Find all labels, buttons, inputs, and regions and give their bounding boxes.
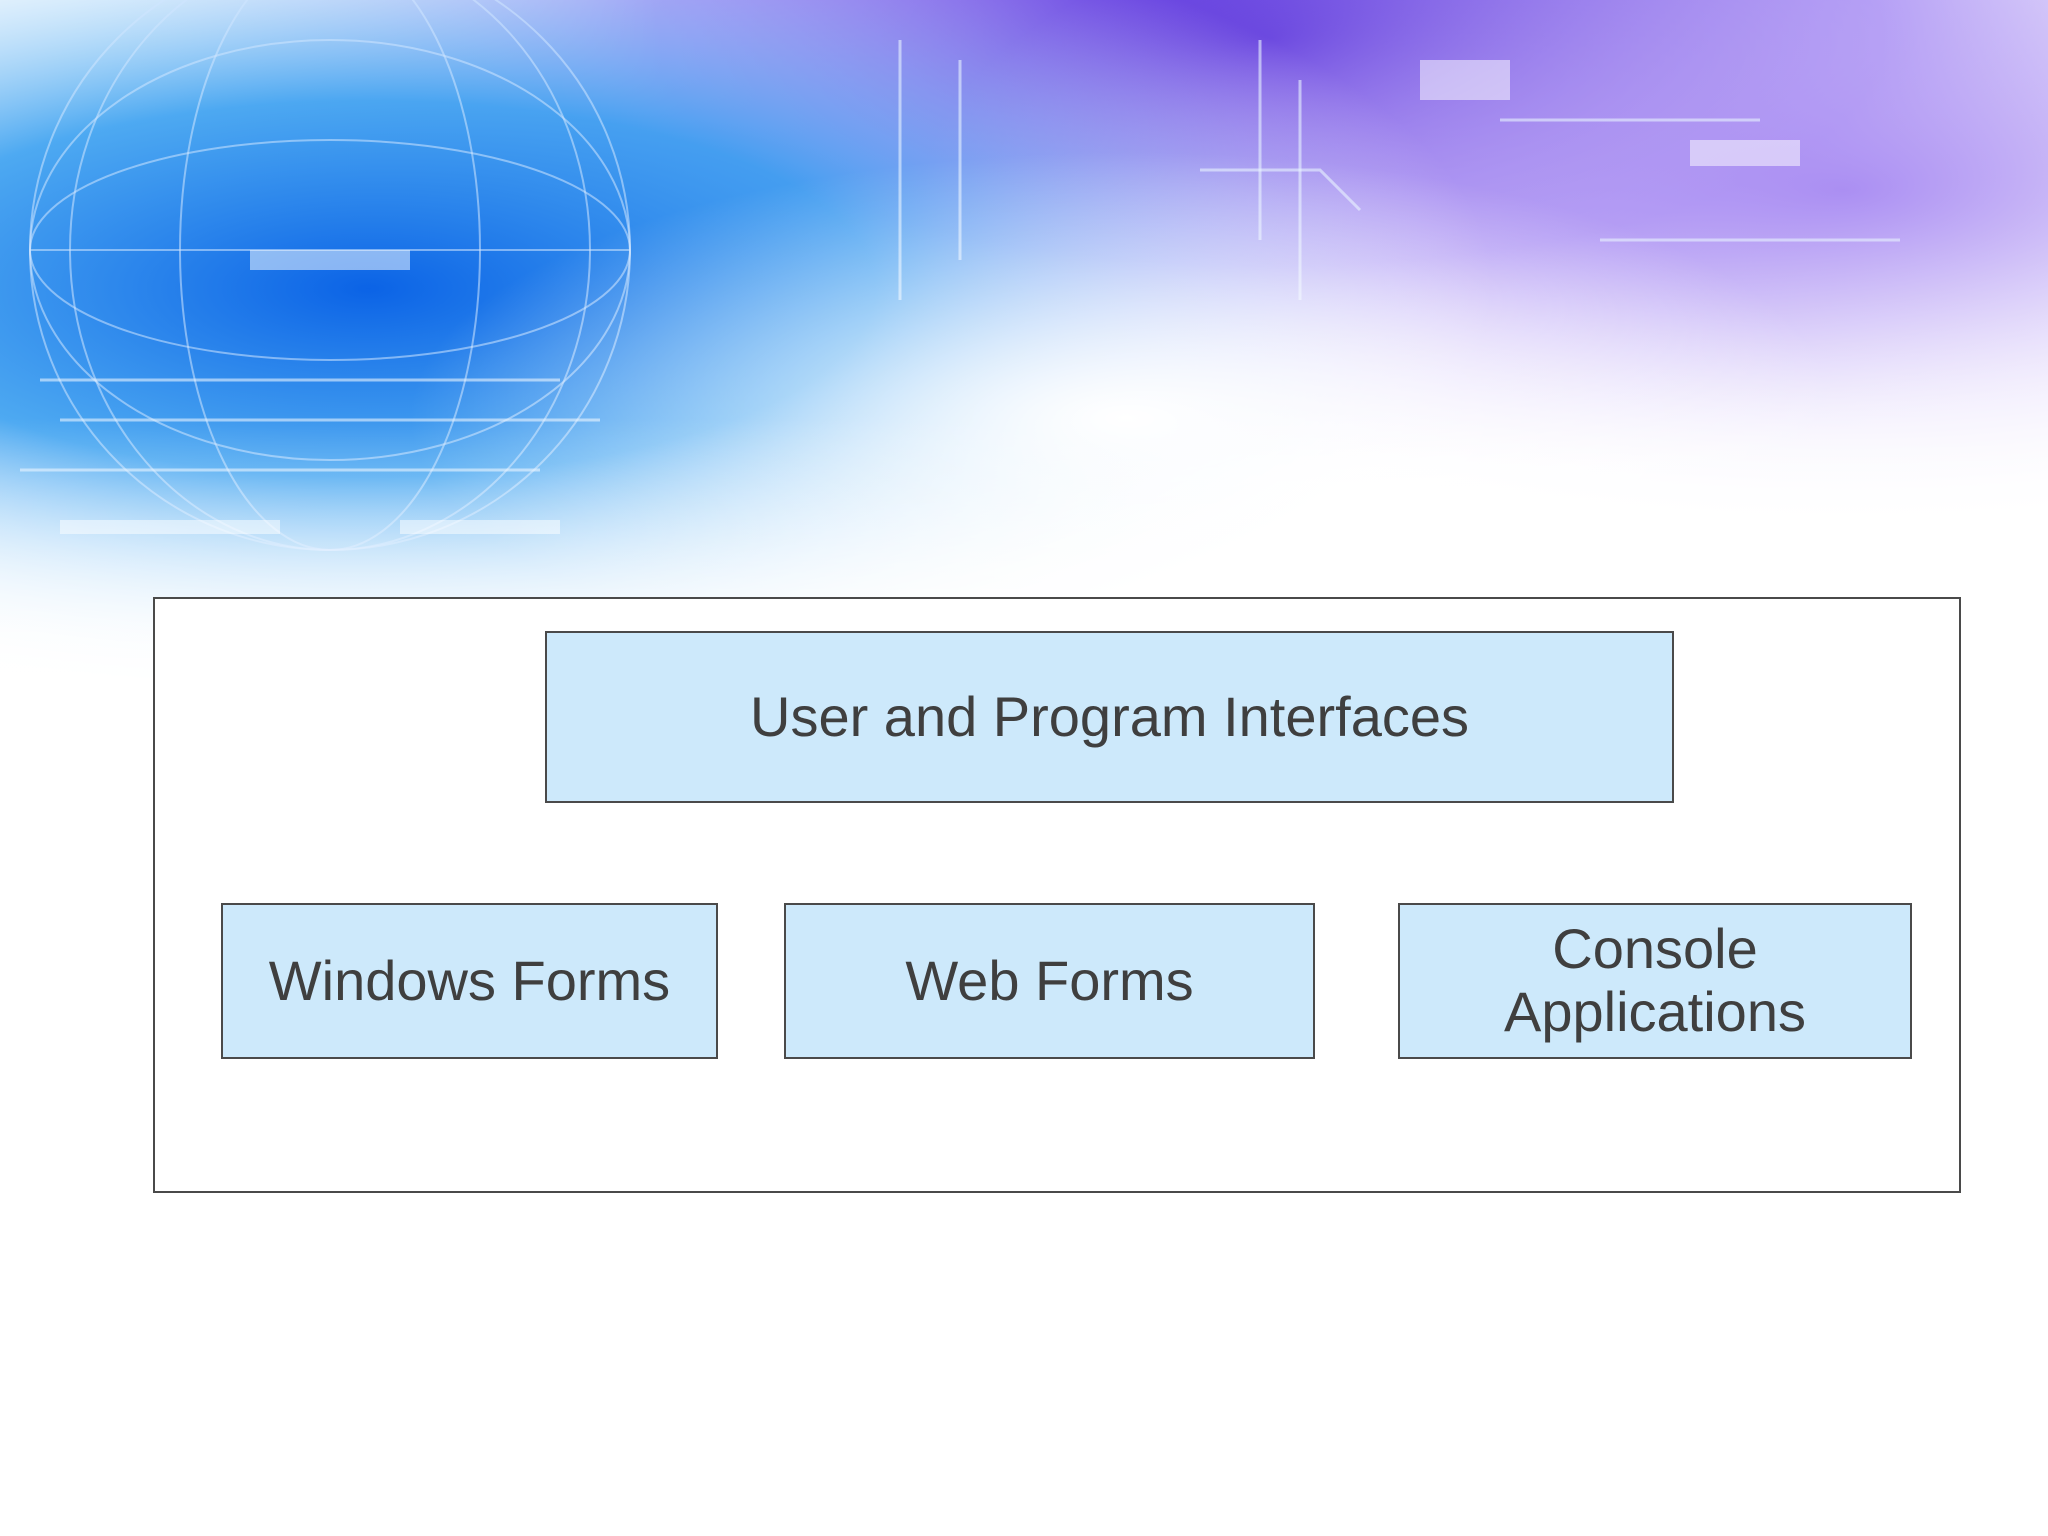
windows-forms-box: Windows Forms [221,903,718,1059]
web-forms-box: Web Forms [784,903,1315,1059]
console-applications-box: Console Applications [1398,903,1912,1059]
user-and-program-interfaces-box: User and Program Interfaces [545,631,1674,803]
